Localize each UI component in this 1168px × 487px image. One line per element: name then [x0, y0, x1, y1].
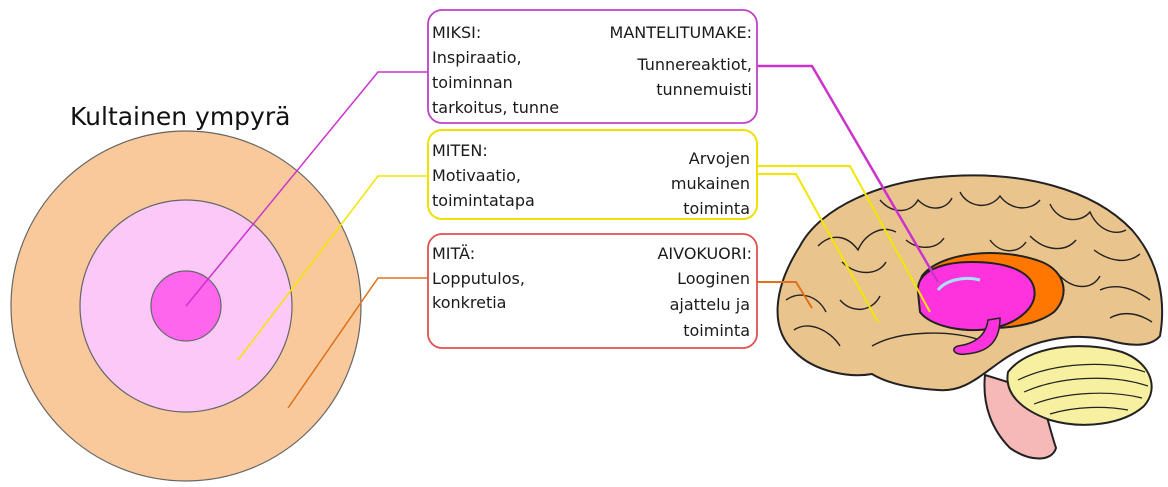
- box-why-left-line-4: tarkoitus, tunne: [432, 98, 559, 117]
- box-why-left-line-1: MIKSI:: [432, 23, 481, 42]
- box-how-left-line-2: Motivaatio,: [432, 166, 521, 185]
- box-how-right-line-3: toiminta: [683, 199, 750, 218]
- box-how-left-line-3: toimintatapa: [432, 191, 535, 210]
- box-what-left-line-3: konkretia: [432, 293, 506, 312]
- box-why-right-line-1: MANTELITUMAKE:: [610, 23, 752, 42]
- box-how-right-line-1: Arvojen: [689, 149, 750, 168]
- info-box-what: MITÄ: Lopputulos, konkretia AIVOKUORI: L…: [428, 234, 757, 348]
- info-box-why: MIKSI: Inspiraatio, toiminnan tarkoitus,…: [428, 10, 757, 123]
- box-why-right-line-2: Tunnereaktiot,: [636, 55, 752, 74]
- box-what-left-line-2: Lopputulos,: [432, 269, 525, 288]
- box-what-left-line-1: MITÄ:: [432, 244, 475, 263]
- box-why-left-line-3: toiminnan: [432, 73, 513, 92]
- box-what-right-line-4: toiminta: [683, 321, 750, 340]
- box-why-left-line-2: Inspiraatio,: [432, 48, 522, 67]
- box-what-right-line-1: AIVOKUORI:: [657, 244, 752, 263]
- box-how-left-line-1: MITEN:: [432, 141, 488, 160]
- box-what-right-line-3: ajattelu ja: [670, 295, 750, 314]
- box-how-right-line-2: mukainen: [671, 174, 750, 193]
- brain-illustration: [778, 175, 1163, 458]
- box-why-right-line-3: tunnemuisti: [656, 80, 752, 99]
- box-what-right-line-2: Looginen: [677, 269, 750, 288]
- amygdala-limbic-region: [918, 262, 1035, 330]
- diagram-title: Kultainen ympyrä: [70, 102, 290, 131]
- info-box-how: MITEN: Motivaatio, toimintatapa Arvojen …: [428, 130, 757, 219]
